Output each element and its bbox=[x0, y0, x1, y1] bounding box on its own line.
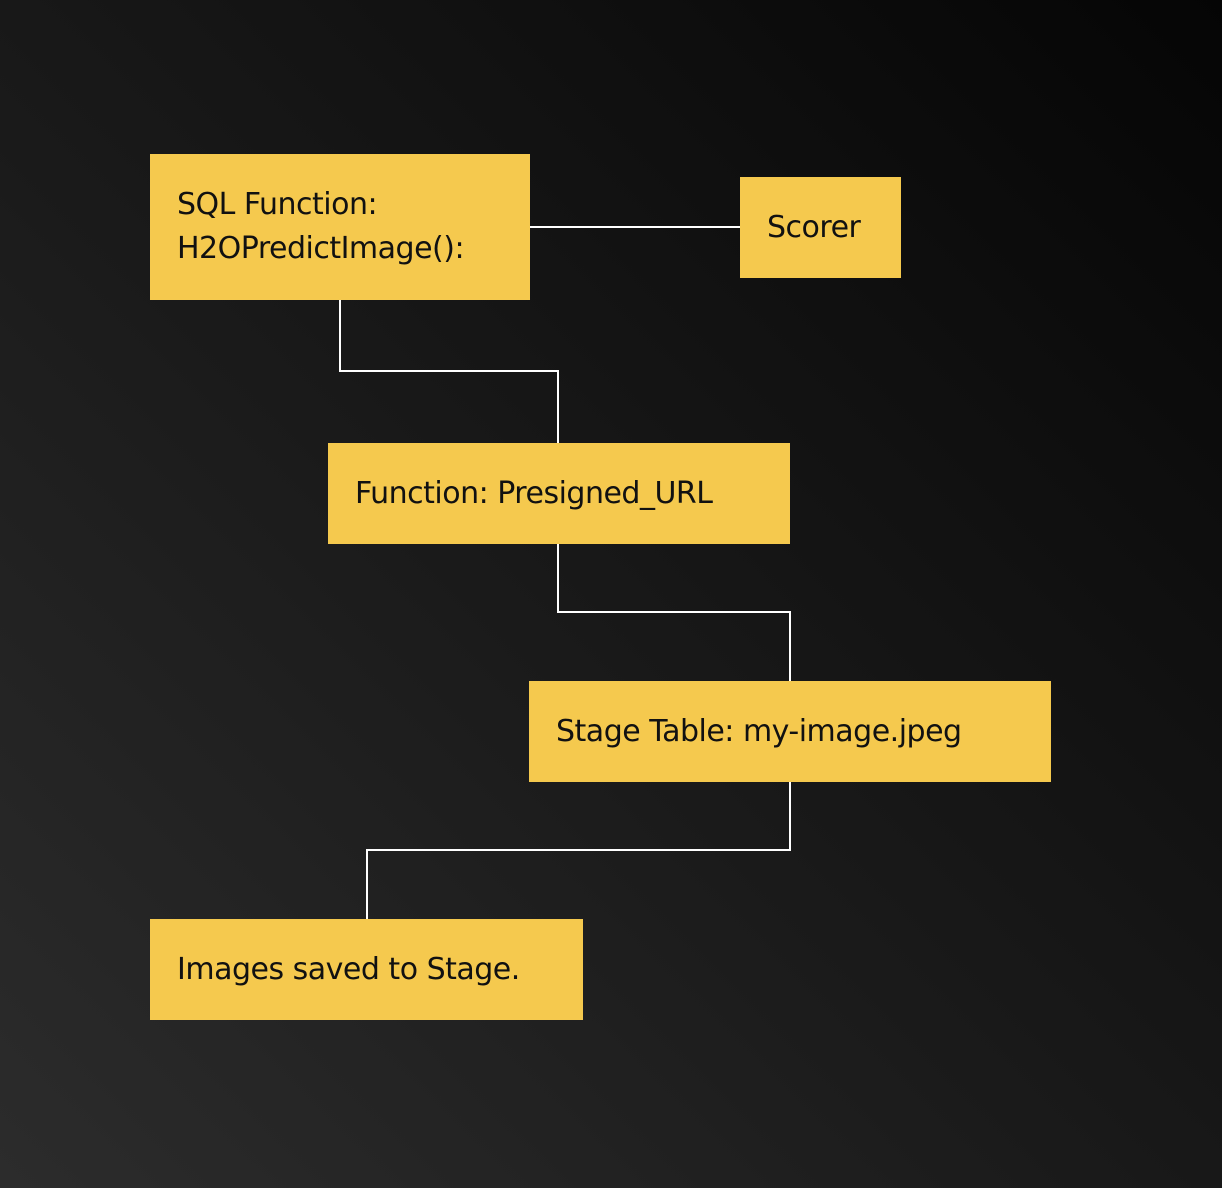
h2o-predict-image-label: H2OPredictImage(): bbox=[177, 231, 465, 266]
presigned-url-label: Function: Presigned_URL bbox=[355, 475, 713, 511]
scorer-label: Scorer bbox=[767, 209, 861, 245]
images-saved-label: Images saved to Stage. bbox=[177, 951, 520, 987]
connector-stage-to-images bbox=[366, 782, 791, 919]
scorer-node: Scorer bbox=[740, 177, 901, 278]
sql-function-node: SQL Function: H2OPredictImage(): bbox=[150, 154, 530, 300]
connector-sql-to-presigned bbox=[339, 300, 559, 443]
connector-presigned-to-stage bbox=[557, 544, 791, 681]
images-saved-node: Images saved to Stage. bbox=[150, 919, 583, 1020]
presigned-url-node: Function: Presigned_URL bbox=[328, 443, 790, 544]
stage-table-node: Stage Table: my-image.jpeg bbox=[529, 681, 1051, 782]
stage-table-label: Stage Table: my-image.jpeg bbox=[556, 713, 962, 749]
sql-function-label: SQL Function: bbox=[177, 187, 378, 222]
